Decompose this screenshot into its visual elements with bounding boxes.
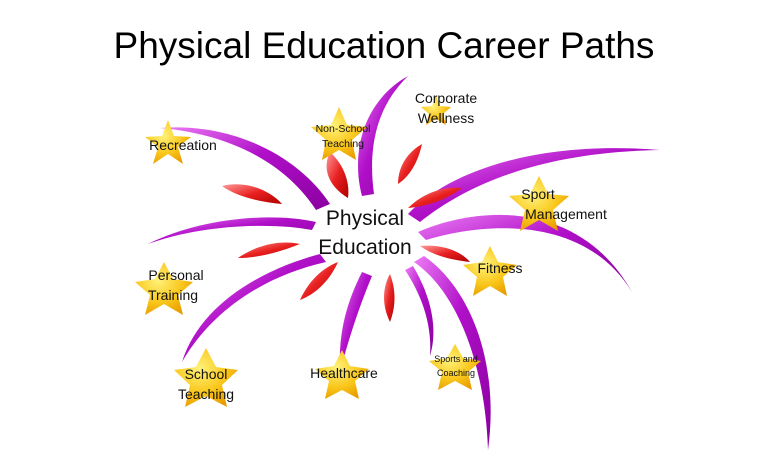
star-school-teaching (174, 348, 238, 407)
streamer-recreation (160, 127, 330, 210)
petal (300, 262, 338, 300)
streamer-sports-coaching (405, 266, 434, 356)
star-recreation (145, 120, 191, 164)
career-label-personal-training-line1: Personal (148, 267, 203, 283)
career-label-sport-management-line1: Sport (521, 186, 555, 202)
streamer-left (148, 217, 316, 244)
petal (420, 245, 470, 262)
career-label-fitness: Fitness (477, 260, 522, 276)
petal (222, 184, 282, 204)
career-label-sport-management-line2: Management (525, 206, 607, 222)
streamer-non-school (358, 76, 408, 196)
petal (238, 242, 300, 258)
stars (135, 96, 569, 407)
petals (222, 144, 470, 322)
career-label-corporate-line2: Wellness (418, 110, 475, 126)
streamer-healthcare (339, 272, 372, 372)
petal (384, 274, 395, 322)
career-label-corporate-line1: Corporate (415, 90, 477, 106)
star-sports-and-coaching (429, 344, 481, 390)
streamer-bottom-right (414, 256, 491, 450)
streamer-top-right (408, 148, 660, 222)
page-title: Physical Education Career Paths (114, 25, 655, 66)
career-label-recreation: Recreation (149, 137, 217, 153)
streamer-school-teaching (182, 254, 326, 362)
career-label-healthcare: Healthcare (310, 365, 378, 381)
center-label-line2: Education (318, 236, 411, 259)
career-label-sports-coaching-line1: Sports and (434, 354, 478, 364)
petal (398, 144, 422, 184)
career-label-non-school-line1: Non-School (316, 123, 371, 135)
star-sport-management (509, 176, 569, 231)
streamers (148, 76, 660, 450)
star-healthcare (315, 350, 369, 399)
career-label-school-teaching-line1: School (185, 366, 228, 382)
petal (408, 187, 462, 208)
star-corporate-wellness (421, 96, 451, 125)
career-label-sports-coaching-line2: Coaching (437, 368, 475, 378)
career-label-non-school-line2: Teaching (322, 138, 364, 150)
star-non-school-teaching (311, 107, 367, 160)
star-fitness (463, 246, 517, 296)
career-label-school-teaching-line2: Teaching (178, 386, 234, 402)
star-personal-training (135, 262, 193, 315)
career-label-personal-training-line2: Training (148, 287, 198, 303)
center-label-line1: Physical (326, 207, 404, 230)
petal (326, 152, 349, 198)
